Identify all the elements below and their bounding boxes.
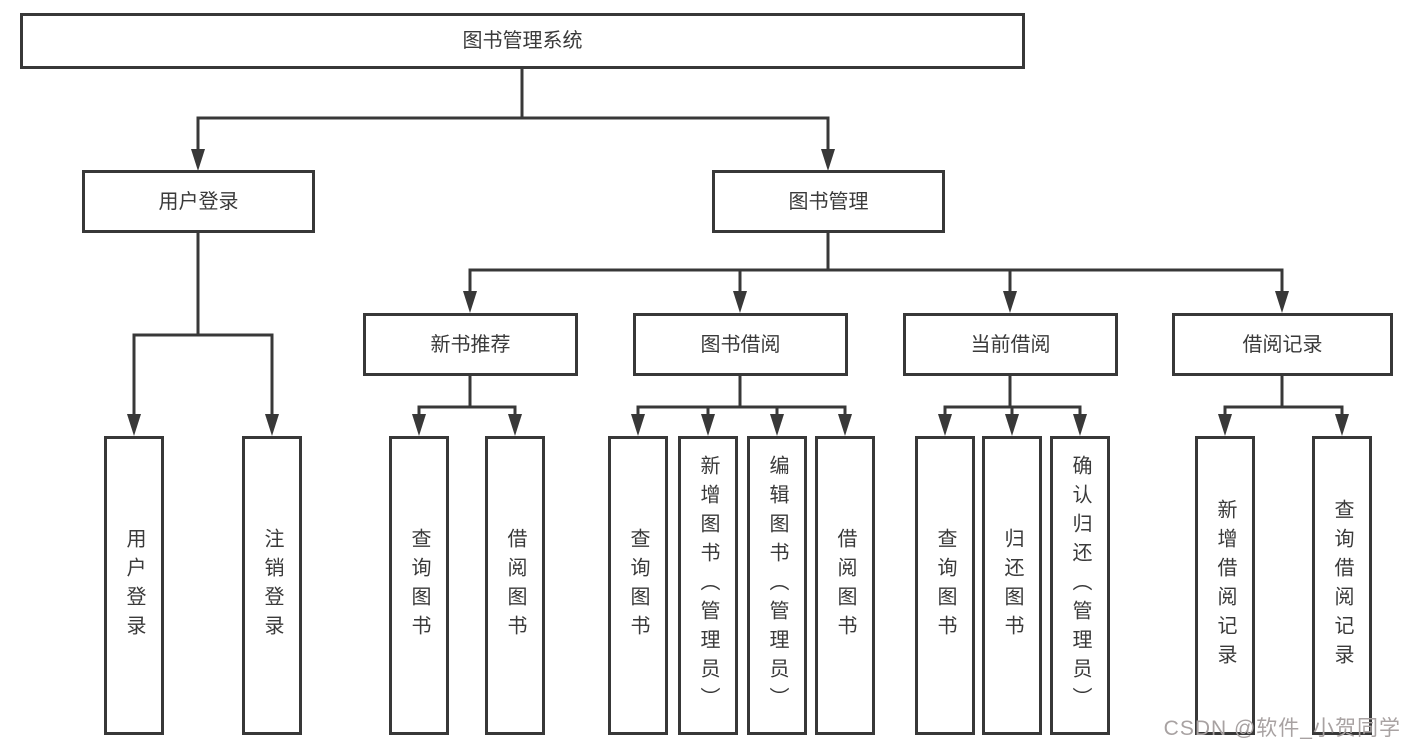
arrowhead-icon bbox=[412, 414, 426, 436]
leaf-user-login: 用户登录 bbox=[104, 436, 164, 735]
leaf-logout: 注销登录 bbox=[242, 436, 302, 735]
leaf-query-book: 查询图书 bbox=[608, 436, 668, 735]
leaf-borrow-book: 借阅图书 bbox=[485, 436, 545, 735]
arrowhead-icon bbox=[733, 291, 747, 313]
arrowhead-icon bbox=[938, 414, 952, 436]
leaf-query-book: 查询图书 bbox=[915, 436, 975, 735]
node-root: 图书管理系统 bbox=[20, 13, 1025, 69]
arrowhead-icon bbox=[701, 414, 715, 436]
arrowhead-icon bbox=[838, 414, 852, 436]
arrowhead-icon bbox=[1275, 291, 1289, 313]
arrowhead-icon bbox=[463, 291, 477, 313]
arrowhead-icon bbox=[508, 414, 522, 436]
leaf-add-book-admin: 新增图书（管理员） bbox=[678, 436, 738, 735]
arrowhead-icon bbox=[127, 414, 141, 436]
arrowhead-icon bbox=[1218, 414, 1232, 436]
leaf-edit-book-admin: 编辑图书（管理员） bbox=[747, 436, 807, 735]
leaf-confirm-return-admin: 确认归还（管理员） bbox=[1050, 436, 1110, 735]
node-user-login: 用户登录 bbox=[82, 170, 315, 233]
node-current-borrow: 当前借阅 bbox=[903, 313, 1118, 376]
arrowhead-icon bbox=[191, 149, 205, 171]
csdn-watermark: CSDN @软件_小贺同学 bbox=[1163, 717, 1401, 740]
leaf-query-borrow-record: 查询借阅记录 bbox=[1312, 436, 1372, 735]
arrowhead-icon bbox=[821, 149, 835, 171]
leaf-add-borrow-record: 新增借阅记录 bbox=[1195, 436, 1255, 735]
arrowhead-icon bbox=[265, 414, 279, 436]
arrowhead-icon bbox=[1005, 414, 1019, 436]
arrowhead-icon bbox=[1335, 414, 1349, 436]
arrowhead-icon bbox=[1003, 291, 1017, 313]
arrowhead-icon bbox=[770, 414, 784, 436]
leaf-query-book: 查询图书 bbox=[389, 436, 449, 735]
node-new-book-recommend: 新书推荐 bbox=[363, 313, 578, 376]
arrowheads bbox=[127, 149, 1349, 436]
leaf-borrow-book: 借阅图书 bbox=[815, 436, 875, 735]
node-book-management: 图书管理 bbox=[712, 170, 945, 233]
node-book-borrow: 图书借阅 bbox=[633, 313, 848, 376]
arrowhead-icon bbox=[1073, 414, 1087, 436]
node-borrow-records: 借阅记录 bbox=[1172, 313, 1393, 376]
leaf-return-book: 归还图书 bbox=[982, 436, 1042, 735]
arrowhead-icon bbox=[631, 414, 645, 436]
